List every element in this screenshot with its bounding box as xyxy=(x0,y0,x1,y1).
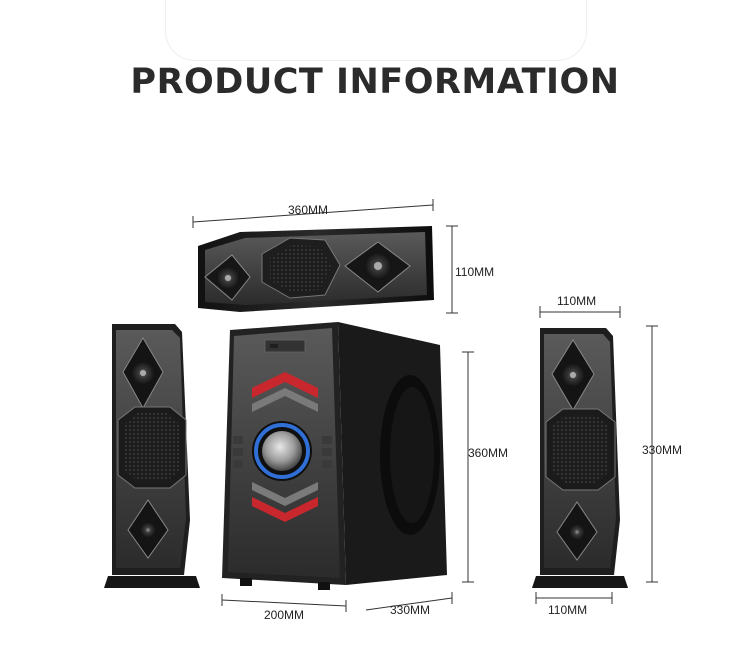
subwoofer-depth-label: 330MM xyxy=(390,603,431,617)
right-satellite-speaker xyxy=(532,328,628,588)
subwoofer xyxy=(222,322,447,590)
subwoofer-height-label: 360MM xyxy=(468,446,509,460)
subwoofer-width-label: 200MM xyxy=(264,608,305,622)
dimension-lines xyxy=(192,199,658,612)
page-title: PRODUCT INFORMATION xyxy=(130,62,620,102)
satellite-width-top-label: 110MM xyxy=(557,294,597,308)
header-backdrop xyxy=(165,0,587,61)
left-satellite-speaker xyxy=(104,324,200,588)
satellite-height-label: 330MM xyxy=(642,443,683,457)
center-speaker xyxy=(198,226,434,312)
center-height-label: 110MM xyxy=(455,265,495,279)
center-width-label: 360MM xyxy=(288,203,329,217)
satellite-width-bottom-label: 110MM xyxy=(548,603,588,617)
